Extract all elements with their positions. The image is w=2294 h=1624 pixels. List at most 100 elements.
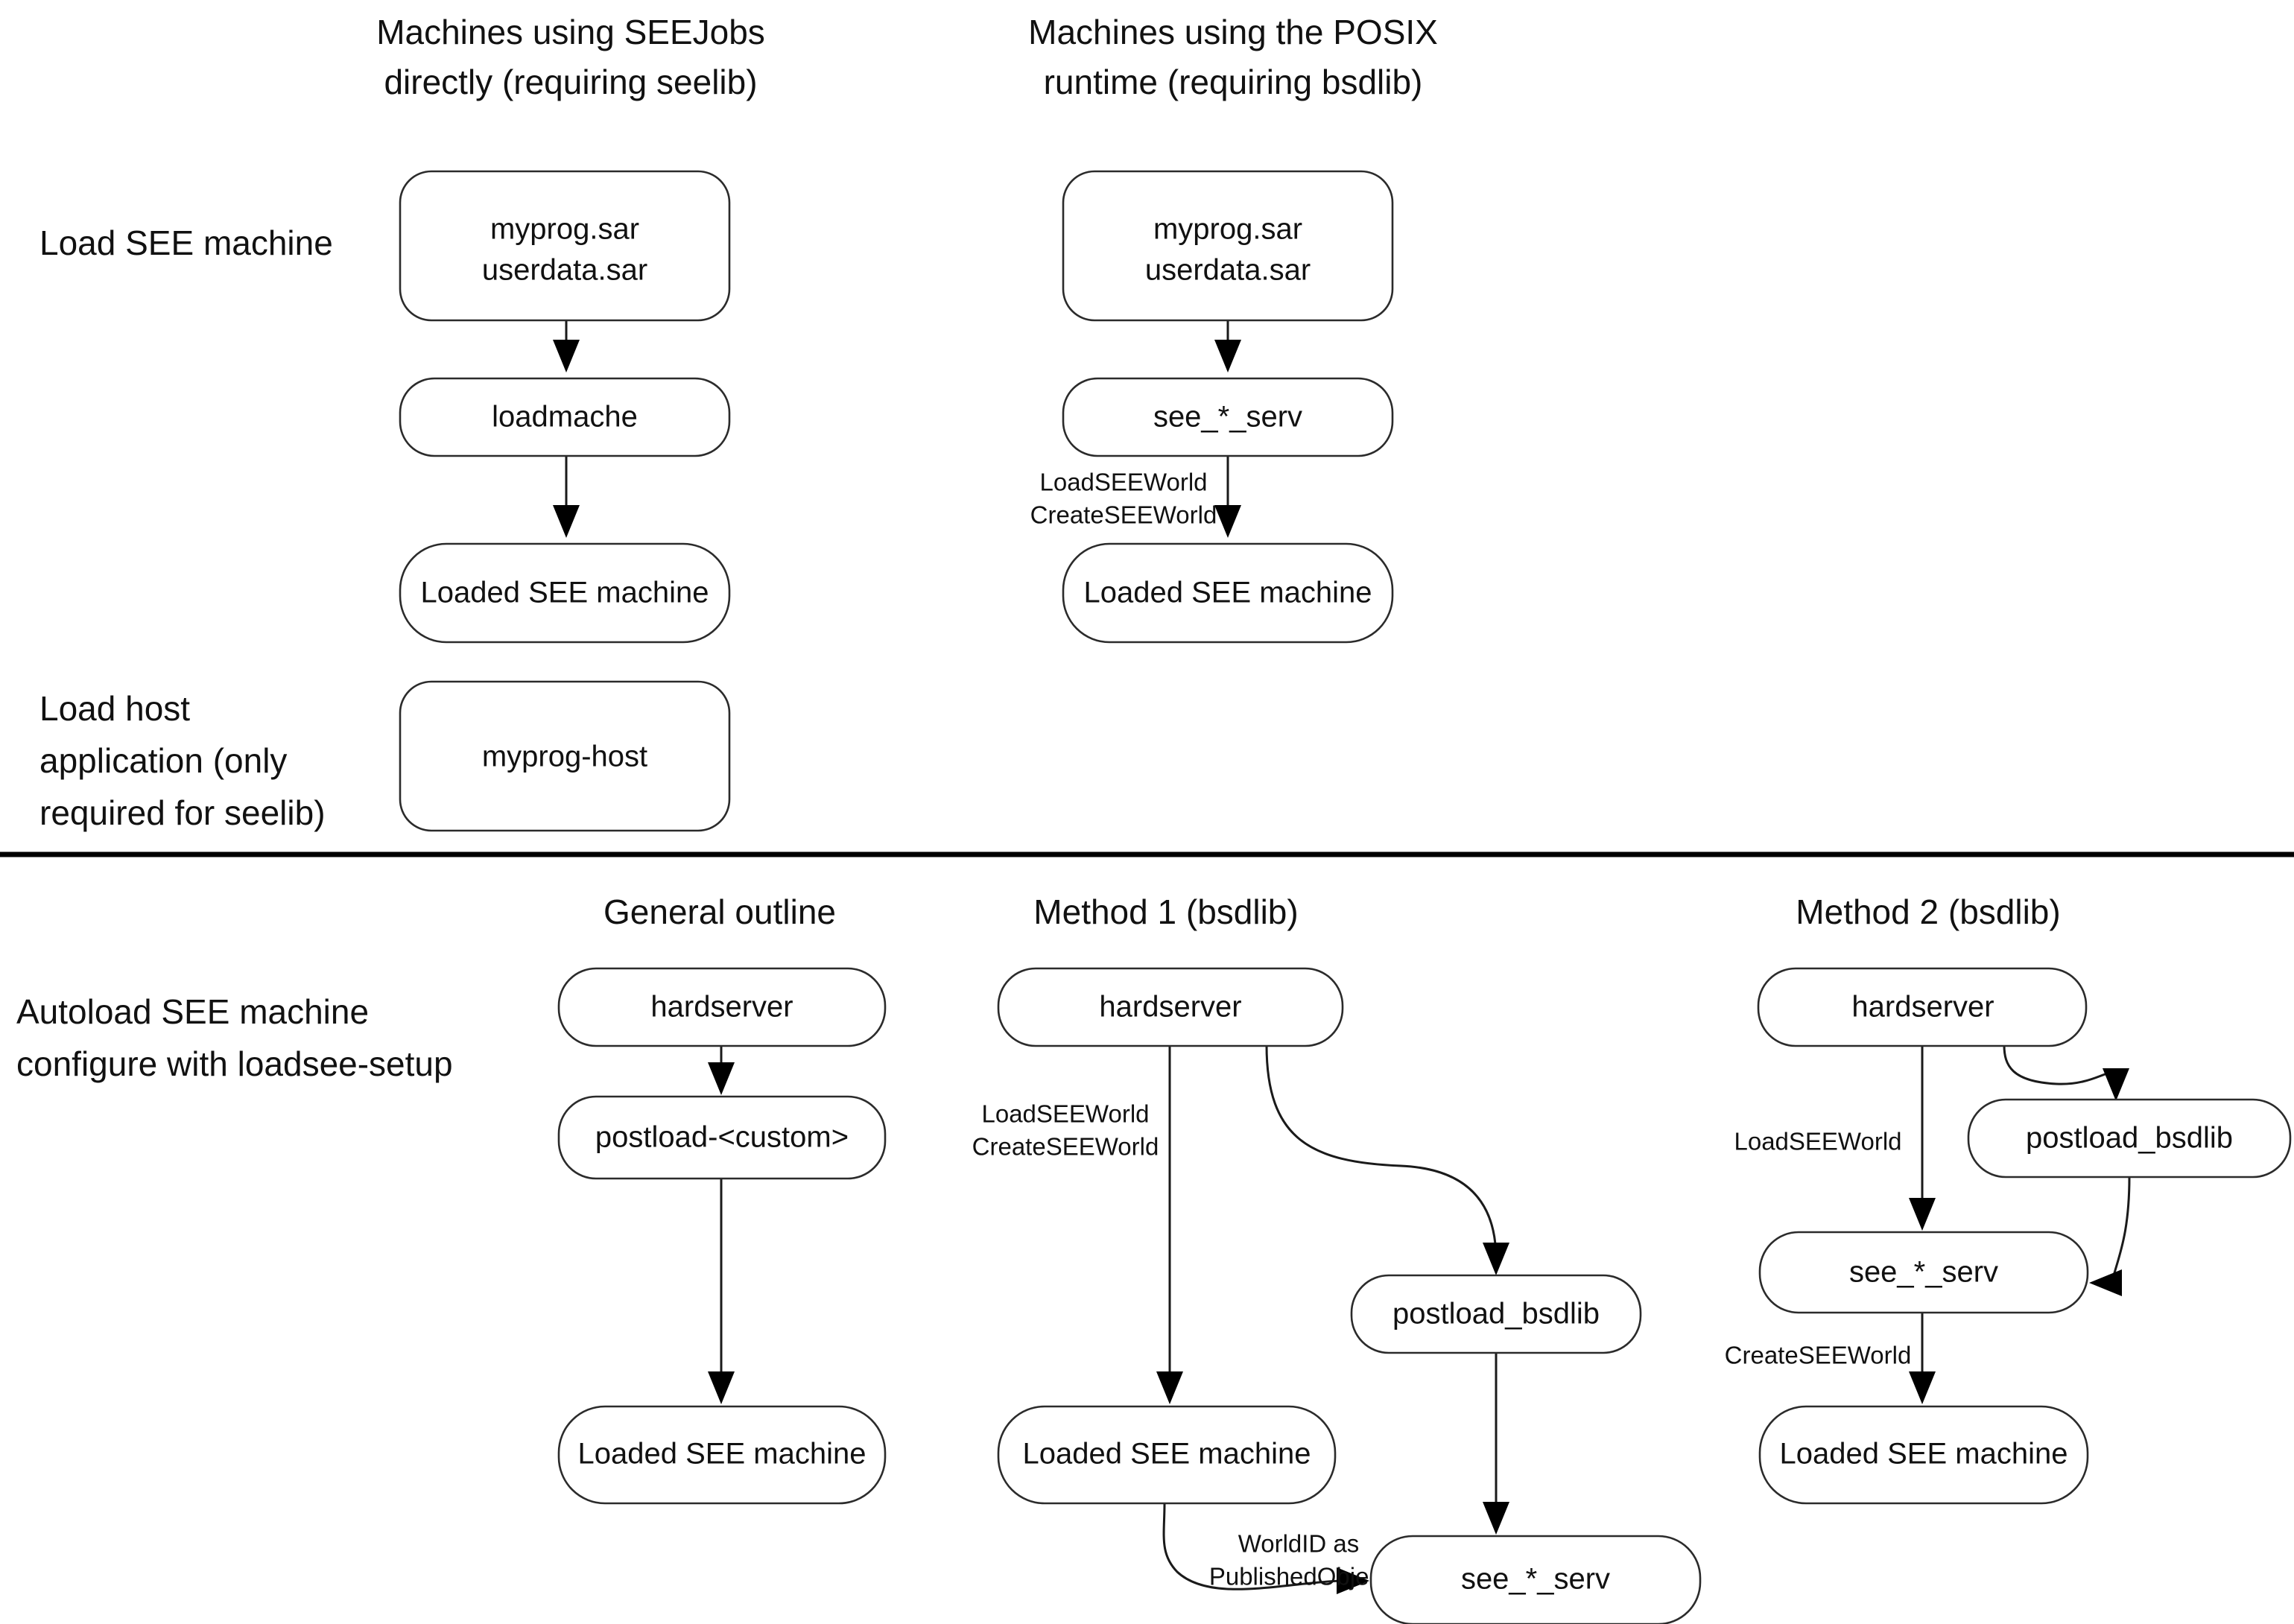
node-shape xyxy=(399,377,731,457)
edge-hardserver-to-postload-custom xyxy=(708,1045,735,1095)
node-label-hardserver: hardserver xyxy=(1099,991,1241,1024)
row-label-autoload-line1: Autoload SEE machine xyxy=(16,992,369,1031)
node-sar-files-2[interactable]: myprog.sar userdata.sar xyxy=(1062,170,1394,322)
node-see-serv-1[interactable]: see_*_serv xyxy=(1062,377,1394,457)
node-label-hardserver: hardserver xyxy=(1851,991,1994,1024)
node-loaded-see-machine-method2[interactable]: Loaded SEE machine xyxy=(1758,1405,2089,1505)
node-shape xyxy=(1350,1274,1642,1354)
node-label-postload-bsdlib: postload_bsdlib xyxy=(1392,1298,1600,1330)
node-hardserver-general[interactable]: hardserver xyxy=(557,967,887,1047)
row-label-load-host-application: Load host application (only required for… xyxy=(39,689,326,832)
row-label-load-see-machine: Load SEE machine xyxy=(39,223,333,262)
edge-m1-hardserver-to-loaded: LoadSEEWorld CreateSEEWorld xyxy=(972,1045,1183,1404)
column-header-method-1: Method 1 (bsdlib) xyxy=(1033,892,1298,931)
node-postload-bsdlib-method2[interactable]: postload_bsdlib xyxy=(1967,1098,2292,1179)
node-shape xyxy=(1757,967,2088,1047)
node-shape xyxy=(399,680,731,832)
node-loaded-see-machine-2[interactable]: Loaded SEE machine xyxy=(1062,542,1394,644)
node-shape xyxy=(1758,1405,2089,1505)
node-label-loaded-see-machine: Loaded SEE machine xyxy=(578,1438,866,1471)
node-label-postload-bsdlib: postload_bsdlib xyxy=(2026,1122,2233,1155)
node-shape xyxy=(1967,1098,2292,1179)
edge-sar-to-loadmache xyxy=(553,320,580,372)
edge-seeserv-to-loaded2: LoadSEEWorld CreateSEEWorld xyxy=(1030,456,1241,538)
row-label-load-host-line2: application (only xyxy=(39,741,287,780)
node-see-serv-method1[interactable]: see_*_serv xyxy=(1369,1535,1702,1624)
edge-m1-hardserver-to-postload xyxy=(1265,1044,1509,1275)
node-postload-bsdlib-method1[interactable]: postload_bsdlib xyxy=(1350,1274,1642,1354)
edge-label-loadseeworld: LoadSEEWorld xyxy=(981,1100,1149,1128)
node-shape xyxy=(1062,542,1394,644)
edge-label-createseeworld: CreateSEEWorld xyxy=(1725,1342,1912,1369)
arrowhead-icon xyxy=(1337,1567,1369,1594)
row-label-autoload: Autoload SEE machine configure with load… xyxy=(16,992,453,1083)
node-shape xyxy=(399,542,731,644)
node-hardserver-method2[interactable]: hardserver xyxy=(1757,967,2088,1047)
edge-m2-seeserv-to-loaded: CreateSEEWorld xyxy=(1725,1311,1936,1404)
arrowhead-icon xyxy=(708,1371,735,1404)
node-shape xyxy=(1369,1535,1702,1624)
edge-m2-postload-to-seeserv xyxy=(2089,1176,2131,1296)
edge-m1-loaded-to-seeserv: WorldID as PublishedObject xyxy=(1162,1503,1388,1594)
edge-m1-postload-to-seeserv xyxy=(1483,1352,1509,1535)
edge-label-createseeworld: CreateSEEWorld xyxy=(1030,501,1217,529)
node-label-myprog-host: myprog-host xyxy=(482,740,647,773)
arrowhead-icon xyxy=(2103,1068,2129,1101)
node-label-myprog-sar: myprog.sar xyxy=(1153,213,1302,246)
node-loaded-see-machine-method1[interactable]: Loaded SEE machine xyxy=(997,1405,1337,1505)
arrowhead-icon xyxy=(1909,1371,1936,1404)
node-label-loaded-see-machine: Loaded SEE machine xyxy=(1023,1438,1311,1471)
arrowhead-icon xyxy=(1483,1502,1509,1535)
node-label-see-serv: see_*_serv xyxy=(1461,1563,1610,1596)
edge-m2-hardserver-to-postload xyxy=(2003,1044,2129,1101)
column-header-posix-line1: Machines using the POSIX xyxy=(1028,13,1438,51)
node-shape xyxy=(1062,170,1394,322)
row-label-load-host-line3: required for seelib) xyxy=(39,793,326,832)
node-hardserver-method1[interactable]: hardserver xyxy=(997,967,1344,1047)
node-label-userdata-sar: userdata.sar xyxy=(1145,254,1311,287)
node-label-see-serv: see_*_serv xyxy=(1849,1256,1998,1289)
column-header-posix-line2: runtime (requiring bsdlib) xyxy=(1044,63,1423,101)
node-myprog-host[interactable]: myprog-host xyxy=(399,680,731,832)
node-label-loaded-see-machine: Loaded SEE machine xyxy=(1780,1438,2068,1471)
arrowhead-icon xyxy=(1156,1371,1183,1404)
node-loadmache[interactable]: loadmache xyxy=(399,377,731,457)
node-loaded-see-machine-general[interactable]: Loaded SEE machine xyxy=(557,1405,887,1505)
node-shape xyxy=(399,170,731,322)
row-label-autoload-line2: configure with loadsee-setup xyxy=(16,1044,453,1083)
node-label-myprog-sar: myprog.sar xyxy=(490,213,639,246)
column-header-seejobs: Machines using SEEJobs directly (requiri… xyxy=(376,13,765,101)
node-shape xyxy=(1758,1231,2089,1314)
node-label-userdata-sar: userdata.sar xyxy=(482,254,647,287)
node-loaded-see-machine-1[interactable]: Loaded SEE machine xyxy=(399,542,731,644)
node-label-see-serv: see_*_serv xyxy=(1153,401,1302,434)
column-header-seejobs-line2: directly (requiring seelib) xyxy=(384,63,757,101)
edge-label-worldid-as: WorldID as xyxy=(1238,1530,1360,1558)
node-sar-files-1[interactable]: myprog.sar userdata.sar xyxy=(399,170,731,322)
edge-label-loadseeworld: LoadSEEWorld xyxy=(1734,1128,1901,1155)
arrowhead-icon xyxy=(1214,505,1241,538)
edge-label-createseeworld: CreateSEEWorld xyxy=(972,1133,1159,1161)
column-header-seejobs-line1: Machines using SEEJobs xyxy=(376,13,765,51)
node-shape xyxy=(997,967,1344,1047)
arrowhead-icon xyxy=(1214,340,1241,372)
node-shape xyxy=(557,1095,887,1180)
arrowhead-icon xyxy=(553,340,580,372)
column-header-general-outline: General outline xyxy=(603,892,836,931)
edge-postload-custom-to-loaded xyxy=(708,1177,735,1404)
node-label-hardserver: hardserver xyxy=(650,991,793,1024)
edge-label-publishedobject: PublishedObject xyxy=(1209,1563,1388,1590)
node-shape xyxy=(557,967,887,1047)
node-label-loaded-see-machine: Loaded SEE machine xyxy=(1084,577,1372,609)
edge-m2-hardserver-to-seeserv: LoadSEEWorld xyxy=(1734,1045,1936,1231)
arrowhead-icon xyxy=(708,1062,735,1095)
edge-label-loadseeworld: LoadSEEWorld xyxy=(1039,469,1207,496)
arrowhead-icon xyxy=(2089,1269,2122,1296)
column-header-method-2: Method 2 (bsdlib) xyxy=(1796,892,2060,931)
node-postload-custom[interactable]: postload-<custom> xyxy=(557,1095,887,1180)
node-shape xyxy=(997,1405,1337,1505)
arrowhead-icon xyxy=(1483,1243,1509,1275)
node-see-serv-method2[interactable]: see_*_serv xyxy=(1758,1231,2089,1314)
